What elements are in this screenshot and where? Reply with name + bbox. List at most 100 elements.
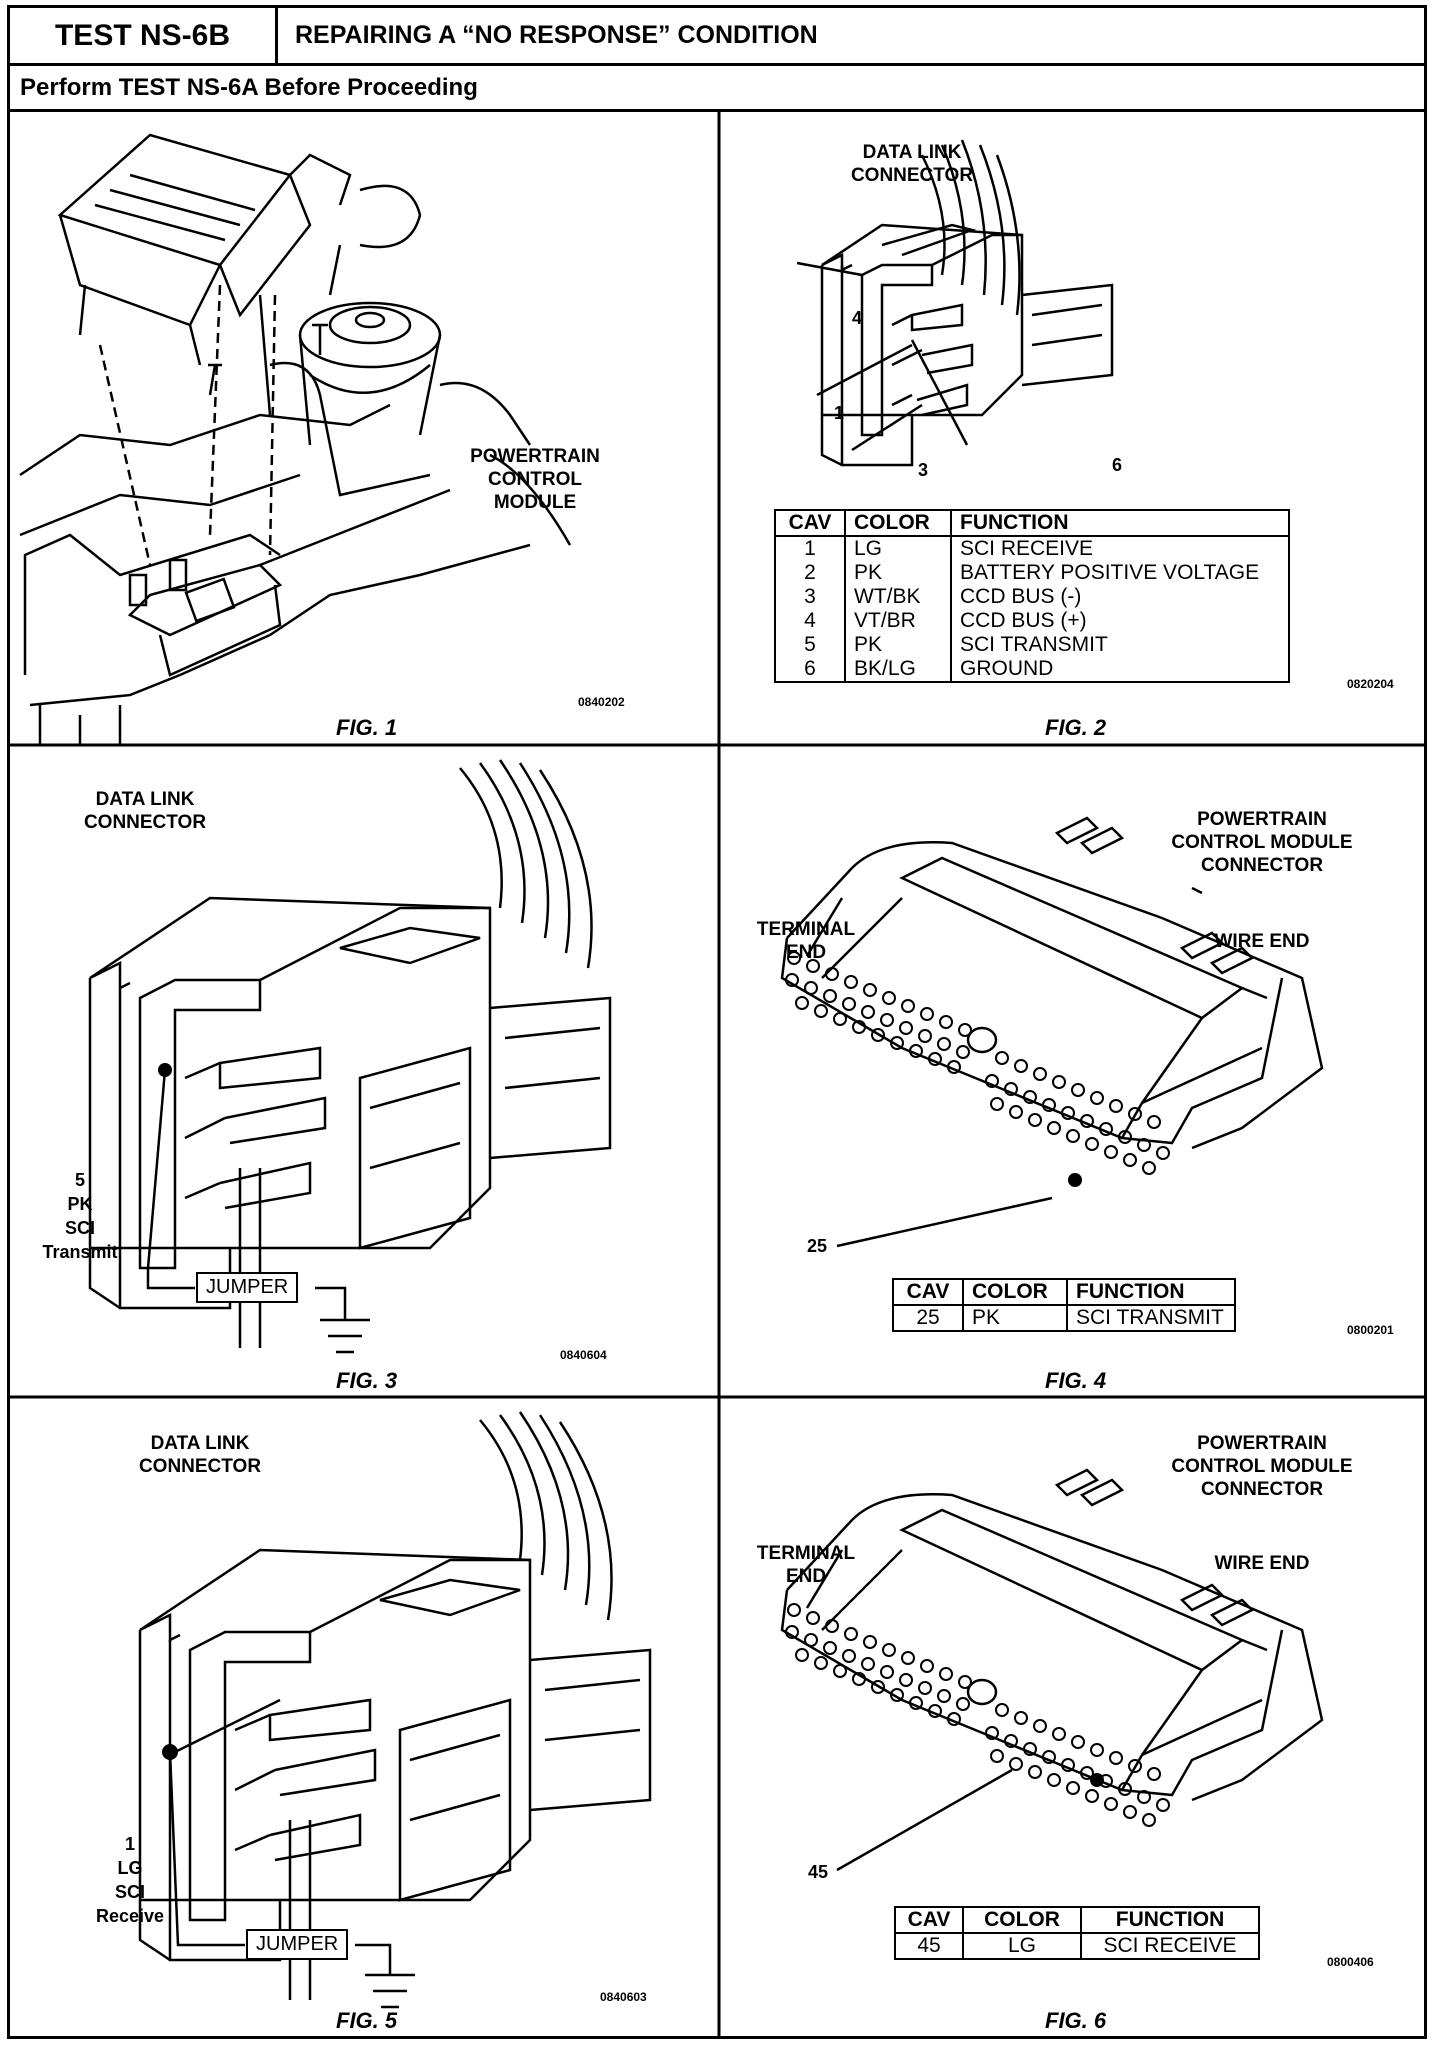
connector-pin [1123, 1153, 1137, 1167]
connector-pin [880, 1013, 894, 1027]
connector-pin [939, 1667, 953, 1681]
pcm-connector-label: POWERTRAIN CONTROL MODULE CONNECTOR [1171, 1433, 1353, 1500]
connector-pin [863, 1635, 877, 1649]
connector-pin [795, 996, 809, 1010]
connector-pin [956, 1697, 970, 1711]
page-subtitle: Perform TEST NS-6A Before Proceeding [10, 66, 1424, 112]
connector-pin [825, 967, 839, 981]
figure-3-panel: 5 PK SCI Transmit JUMPER DATA LINK CONNE… [10, 748, 719, 1397]
connector-pin [1047, 1121, 1061, 1135]
connector-pin [901, 999, 915, 1013]
col-function: FUNCTION [950, 509, 1290, 537]
connector-pin [863, 983, 877, 997]
jumper-wire-label: JUMPER [196, 1272, 299, 1303]
figure-caption: FIG. 6 [1045, 2008, 1107, 2033]
connector-pin [842, 1649, 856, 1663]
connector-pin [1147, 1767, 1161, 1781]
data-link-connector-illustration [796, 139, 1114, 467]
figure-code: 0840603 [600, 1990, 647, 2004]
col-color: COLOR [962, 1278, 1068, 1306]
connector-pin [918, 1681, 932, 1695]
figure-code: 0800201 [1347, 1323, 1394, 1337]
connector-pin [901, 1651, 915, 1665]
connector-pin [882, 991, 896, 1005]
connector-pin [1147, 1115, 1161, 1129]
figure-code: 0840604 [560, 1348, 607, 1362]
connector-pin [1061, 1106, 1075, 1120]
connector-pin [861, 1005, 875, 1019]
connector-pin [814, 1004, 828, 1018]
connector-pin [1104, 1797, 1118, 1811]
connector-pin [1142, 1161, 1156, 1175]
pcm-connector-illustration [780, 1468, 1324, 1872]
connector-pin [985, 1726, 999, 1740]
connector-pin [1118, 1782, 1132, 1796]
data-link-connector-jumper-illustration [88, 759, 612, 1354]
connector-pin [1066, 1129, 1080, 1143]
connector-pin [1080, 1114, 1094, 1128]
connector-pin [825, 1619, 839, 1633]
connector-pin [918, 1029, 932, 1043]
connector-pin [804, 1633, 818, 1647]
page-title: REPAIRING A “NO RESPONSE” CONDITION [295, 21, 818, 49]
connector-pin [1028, 1765, 1042, 1779]
pin-25-label: 25 [807, 1236, 828, 1256]
connector-pin [823, 989, 837, 1003]
connector-pin [1047, 1773, 1061, 1787]
connector-pin [806, 1611, 820, 1625]
connector-pin [804, 981, 818, 995]
pcm-location-illustration [19, 133, 572, 745]
figure-code: 0820204 [1347, 677, 1394, 691]
connector-pin [947, 1712, 961, 1726]
connector-pin [1023, 1090, 1037, 1104]
terminal-end-label: TERMINAL END [756, 1543, 856, 1587]
test-id: TEST NS-6B [10, 8, 278, 63]
connector-pin [1142, 1813, 1156, 1827]
pin-5-callout: 5 PK SCI Transmit [42, 1170, 118, 1262]
connector-pin [1028, 1113, 1042, 1127]
figure-2-panel: DATA LINK CONNECTOR 4 1 3 6 CAV COLOR FU… [722, 115, 1424, 745]
connector-pin [785, 973, 799, 987]
connector-pin [1052, 1075, 1066, 1089]
connector-pin [1014, 1059, 1028, 1073]
connector-pin [882, 1643, 896, 1657]
pin-45-label: 45 [808, 1862, 829, 1882]
connector-pin [842, 997, 856, 1011]
pin-6-label: 6 [1112, 455, 1123, 475]
connector-pin [990, 1097, 1004, 1111]
data-link-connector-label: DATA LINK CONNECTOR [83, 789, 207, 833]
connector-pin [787, 951, 801, 965]
connector-pin [852, 1020, 866, 1034]
connector-pin [928, 1052, 942, 1066]
pin-1-callout: 1 LG SCI Receive [95, 1834, 165, 1926]
header-bar: TEST NS-6B REPAIRING A “NO RESPONSE” CON… [10, 8, 1424, 66]
figure-5-panel: 1 LG SCI Receive JUMPER DATA LINK CONNEC… [10, 1400, 719, 2038]
figure-code: 0840202 [578, 695, 625, 709]
connector-pin [1009, 1105, 1023, 1119]
connector-pin [928, 1704, 942, 1718]
connector-pin [958, 1675, 972, 1689]
jumper-wire-label: JUMPER [246, 1929, 349, 1960]
figure-6-panel: POWERTRAIN CONTROL MODULE CONNECTOR TERM… [722, 1400, 1424, 2038]
connector-pin [871, 1680, 885, 1694]
figure-caption: FIG. 5 [336, 2008, 398, 2033]
figure-caption: FIG. 4 [1045, 1368, 1107, 1393]
connector-pin [806, 959, 820, 973]
connector-pin [947, 1060, 961, 1074]
connector-pin [899, 1673, 913, 1687]
connector-pin [785, 1625, 799, 1639]
connector-pin [833, 1664, 847, 1678]
connector-pin [995, 1051, 1009, 1065]
pin-4-label: 4 [852, 308, 863, 328]
col-color: COLOR [962, 1906, 1082, 1934]
data-link-connector-jumper-illustration [138, 1411, 652, 2009]
connector-pin [909, 1696, 923, 1710]
